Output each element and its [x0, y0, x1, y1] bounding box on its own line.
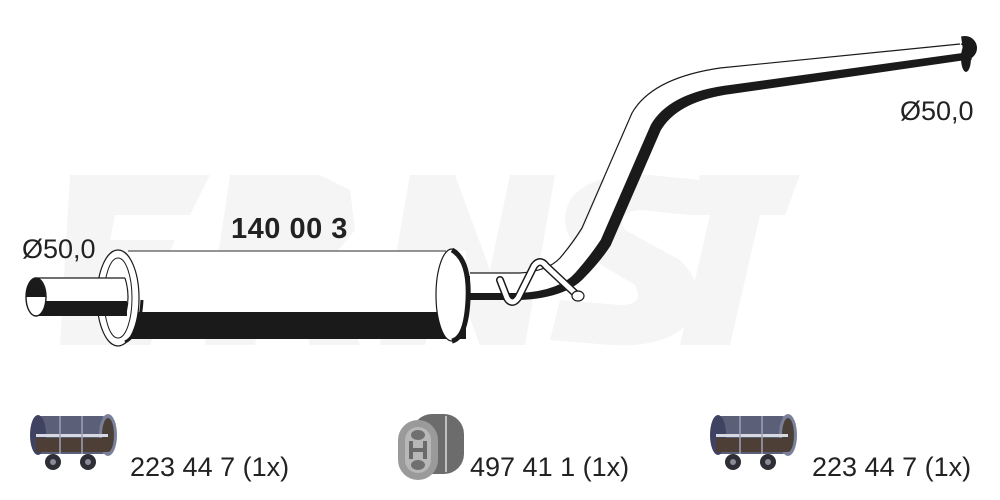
muffler-body	[96, 247, 471, 347]
accessory-label-clamp-left: 223 44 7 (1x)	[130, 452, 290, 482]
rubber-mount-icon	[398, 414, 464, 480]
inlet-pipe	[25, 277, 129, 317]
pipe-clamp-icon	[710, 414, 797, 470]
accessory-label-rubber-mount: 497 41 1 (1x)	[470, 452, 630, 482]
accessory-label-clamp-right: 223 44 7 (1x)	[812, 452, 972, 482]
outlet-diameter-label: Ø50,0	[900, 96, 974, 126]
inlet-diameter-label: Ø50,0	[22, 234, 96, 264]
hanger-rod	[496, 258, 585, 306]
pipe-clamp-icon	[30, 414, 117, 470]
part-number-label: 140 00 3	[231, 213, 348, 245]
